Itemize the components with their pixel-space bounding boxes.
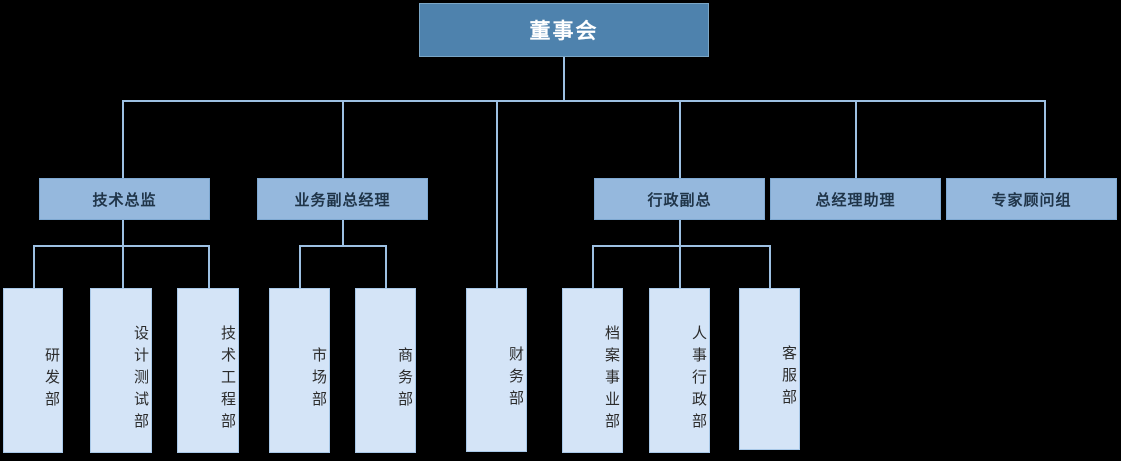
org-node-level3-2[interactable]: 技术工程部 — [177, 288, 239, 453]
org-node-level2-2[interactable]: 行政副总 — [594, 178, 765, 220]
org-node-level2-1[interactable]: 业务副总经理 — [257, 178, 428, 220]
connector-root-stem — [563, 57, 565, 101]
org-node-level3-7[interactable]: 人事行政部 — [649, 288, 710, 453]
org-node-level3-3[interactable]: 市场部 — [269, 288, 330, 453]
org-node-root[interactable]: 董事会 — [419, 3, 709, 57]
org-node-label: 行政副总 — [647, 191, 712, 209]
org-node-label: 财务部 — [507, 346, 524, 412]
connector-drop-jishu-gongcheng-bu — [208, 245, 210, 288]
org-node-level2-4[interactable]: 专家顾问组 — [946, 178, 1117, 220]
connector-stem-jishu-zongjian — [122, 220, 124, 246]
org-node-label: 业务副总经理 — [294, 191, 391, 209]
connector-level2-bus — [122, 100, 1044, 102]
org-node-label: 人事行政部 — [690, 324, 707, 435]
connector-drop-zhuanjia-guwenzu — [1044, 100, 1046, 178]
connector-drop-kefu-bu — [769, 245, 771, 288]
org-node-label: 市场部 — [310, 346, 327, 413]
org-node-label: 档案事业部 — [603, 324, 620, 435]
org-node-level3-4[interactable]: 商务部 — [355, 288, 416, 453]
connector-drop-yanfa-bu — [33, 245, 35, 288]
org-node-level3-1[interactable]: 设计测试部 — [90, 288, 152, 453]
org-node-label: 研发部 — [43, 346, 60, 413]
connector-drop-renshi-xingzheng-bu — [679, 245, 681, 288]
org-node-label: 董事会 — [529, 20, 599, 43]
connector-drop-zongjingli-zhuli — [855, 100, 857, 178]
org-node-label: 商务部 — [396, 346, 413, 413]
connector-drop-caiwu-bu — [496, 100, 498, 288]
connector-bus-jishu-zongjian — [33, 245, 210, 247]
org-node-label: 专家顾问组 — [991, 191, 1072, 209]
connector-stem-yewu-fuzongjingli — [342, 220, 344, 246]
org-node-label: 设计测试部 — [132, 324, 149, 435]
connector-drop-sheji-ceshi-bu — [122, 245, 124, 288]
connector-drop-shangwu-bu — [385, 245, 387, 288]
org-node-label: 技术工程部 — [219, 324, 236, 435]
org-node-label: 客服部 — [780, 345, 797, 411]
connector-bus-xingzheng-fuzong — [592, 245, 770, 247]
org-node-level3-5[interactable]: 财务部 — [466, 288, 527, 452]
org-node-level3-0[interactable]: 研发部 — [3, 288, 63, 453]
org-node-label: 总经理助理 — [815, 191, 896, 209]
connector-drop-xingzheng-fuzong — [679, 100, 681, 178]
connector-drop-jishu-zongjian — [122, 100, 124, 178]
connector-bus-yewu-fuzongjingli — [299, 245, 386, 247]
org-node-level3-8[interactable]: 客服部 — [739, 288, 800, 450]
connector-drop-shichang-bu — [299, 245, 301, 288]
connector-drop-yewu-fuzongjingli — [342, 100, 344, 178]
org-node-level2-0[interactable]: 技术总监 — [39, 178, 210, 220]
connector-drop-dangan-shiye-bu — [592, 245, 594, 288]
connector-stem-xingzheng-fuzong — [679, 220, 681, 246]
org-node-level2-3[interactable]: 总经理助理 — [770, 178, 941, 220]
org-node-label: 技术总监 — [92, 191, 157, 209]
org-node-level3-6[interactable]: 档案事业部 — [562, 288, 623, 453]
